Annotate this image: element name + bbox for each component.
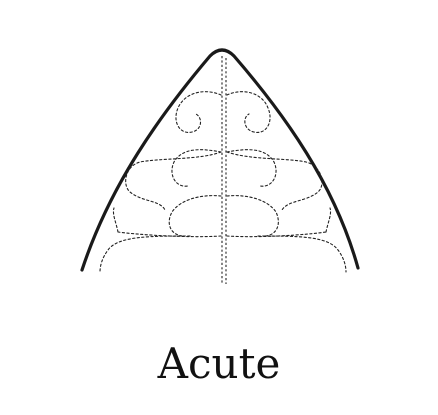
vein-right-lower [226,195,347,273]
leaf-apex-label: Acute [157,339,281,388]
vein-right-middle [226,149,323,211]
vein-left-middle [125,149,222,211]
vein-right-upper [226,91,271,133]
vein-left-upper [175,91,222,133]
vein-left-lower [99,195,222,273]
leaf-outline [80,48,360,272]
